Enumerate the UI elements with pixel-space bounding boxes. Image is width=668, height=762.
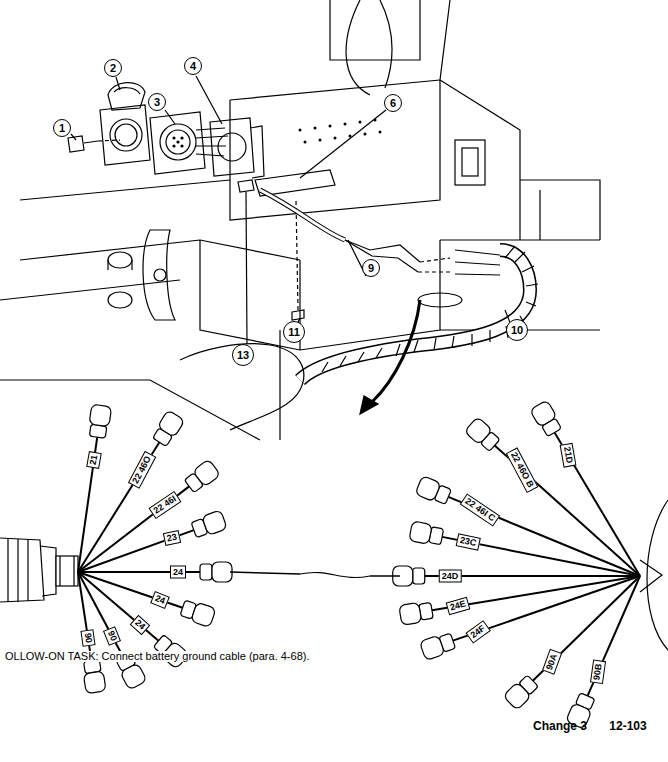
change-number: Change 3 bbox=[533, 720, 587, 732]
wire-plug bbox=[464, 417, 501, 453]
callout-number: 1 bbox=[53, 119, 71, 137]
wire bbox=[78, 572, 91, 661]
wire-plug bbox=[190, 510, 227, 540]
wire-number: 22 46O bbox=[128, 451, 156, 488]
callout-number: 6 bbox=[384, 94, 402, 112]
wire-plug bbox=[409, 521, 444, 547]
wire-number: 21 bbox=[86, 451, 102, 469]
callout-number: 2 bbox=[104, 59, 122, 77]
wire bbox=[555, 432, 640, 576]
wire bbox=[588, 576, 640, 696]
callout-number: 3 bbox=[148, 93, 166, 111]
break-line bbox=[230, 572, 300, 574]
wire-number: 90 bbox=[103, 626, 121, 646]
wire-number: 24 bbox=[170, 566, 186, 579]
wire-plug bbox=[151, 410, 185, 448]
break-line bbox=[370, 575, 400, 577]
wire bbox=[78, 486, 189, 572]
wire-number: 24F bbox=[465, 620, 490, 643]
wire-plug bbox=[415, 476, 452, 507]
wire-plug bbox=[200, 562, 232, 582]
wire-number: 24E bbox=[446, 597, 471, 616]
wire-number: 22 46I C bbox=[460, 493, 500, 526]
wire-number: 90A bbox=[542, 649, 562, 675]
wire-plug bbox=[503, 674, 540, 711]
wire-number: 24D bbox=[439, 570, 462, 583]
wire-plug bbox=[87, 404, 111, 439]
wire-number: 90B bbox=[590, 660, 606, 684]
wire-number: 21D bbox=[560, 443, 577, 467]
wire-number: 90 bbox=[80, 629, 95, 647]
wire-plug bbox=[179, 598, 216, 627]
wire-number: 24 bbox=[150, 591, 170, 609]
wire-number: 23 bbox=[163, 530, 181, 546]
wire-number: 23C bbox=[456, 533, 481, 550]
wire-plug bbox=[419, 631, 456, 660]
callout-number: 10 bbox=[506, 319, 528, 341]
wire-plug bbox=[530, 400, 564, 438]
callout-number: 9 bbox=[362, 259, 380, 277]
wire-plug bbox=[82, 659, 107, 694]
wire-number: 22 46O B bbox=[506, 447, 538, 492]
callout-number: 13 bbox=[232, 344, 254, 366]
page-number: 12-103 bbox=[609, 720, 646, 732]
follow-on-note: OLLOW-ON TASK: Connect battery ground ca… bbox=[4, 651, 310, 662]
wire bbox=[78, 442, 159, 572]
wire-plug bbox=[183, 459, 221, 494]
wire-number: 22 46I bbox=[149, 491, 182, 519]
wire-plug bbox=[399, 600, 434, 625]
callout-number: 11 bbox=[283, 321, 305, 343]
callout-number: 4 bbox=[184, 57, 202, 75]
wire bbox=[533, 576, 640, 681]
